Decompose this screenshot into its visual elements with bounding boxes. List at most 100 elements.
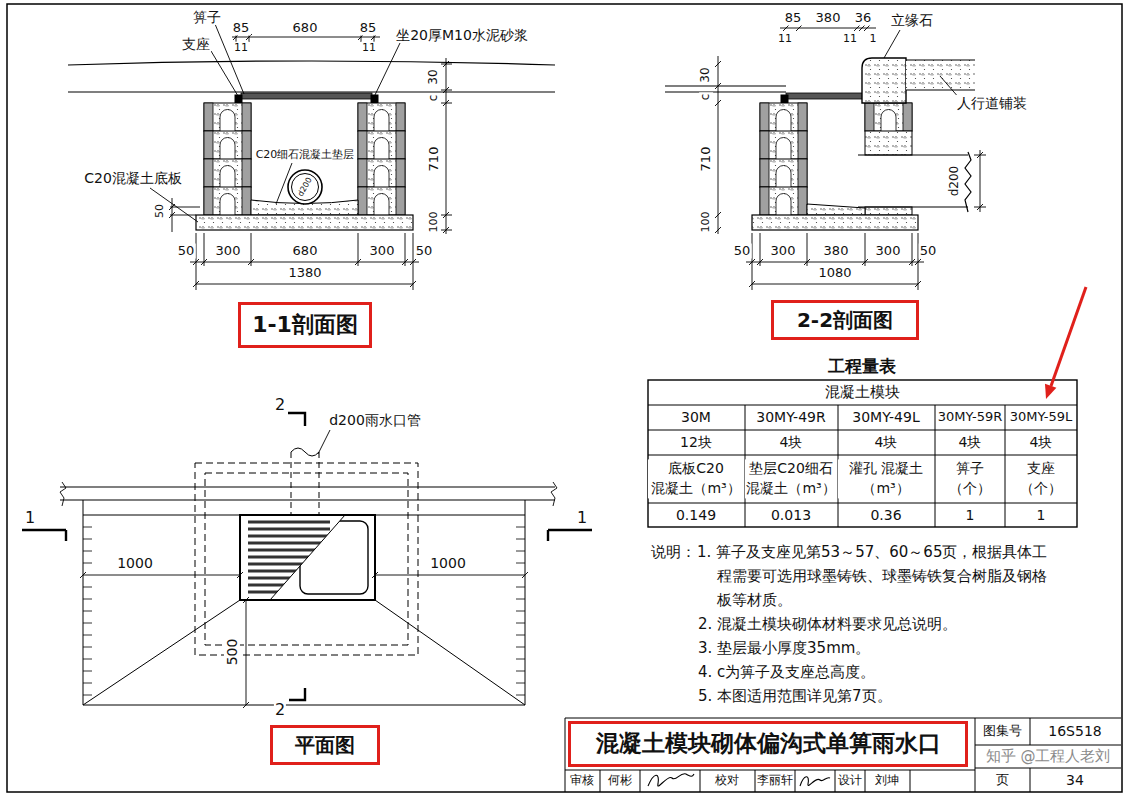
title-block-text: 16S518 (1047, 723, 1102, 739)
base-slab (752, 215, 918, 230)
dimension-text: 1000 (116, 555, 154, 571)
grate-slots (248, 522, 330, 592)
dimension-text: 300 (215, 244, 242, 259)
title-block-text: 校对 (714, 774, 740, 788)
dimension-text: 100 (700, 211, 713, 234)
dimension-line (190, 233, 419, 290)
dimension-text: 11 (777, 33, 793, 46)
title-block-text: 页 (995, 773, 1010, 788)
dimension-text: 300 (770, 244, 797, 259)
view-title: 1-1剖面图 (252, 312, 358, 338)
table-cell: 1 (1036, 507, 1047, 523)
title-block-text: 何彬 (607, 774, 633, 788)
dimension-text: 1000 (429, 555, 467, 571)
table-cell: 箅子 （个） (936, 459, 1004, 498)
section-mark (288, 413, 305, 700)
signature (800, 777, 830, 786)
pipe (292, 174, 319, 201)
road-slab (665, 86, 786, 92)
dimension-text: 50 (415, 244, 434, 259)
grate-frame (300, 521, 368, 594)
curb-line (60, 487, 555, 500)
note-text: 5. 本图适用范围详见第7页。 (697, 684, 893, 708)
pipe-size: d200 (948, 165, 962, 198)
table-cell: 30MY-59L (1009, 410, 1074, 425)
part-label: 人行道铺装 (956, 95, 1028, 111)
view-title-box: 平面图 (270, 725, 380, 765)
title-block-text: 李丽轩 (756, 774, 794, 788)
pipe (288, 170, 322, 204)
dimension-text: 85 (784, 11, 803, 26)
note-text: 3. 垫层最小厚度35mm。 (697, 636, 871, 660)
dimension-text: 50 (177, 244, 196, 259)
dimension-text: 710 (699, 146, 714, 173)
sheet-border (7, 4, 1122, 792)
gutter-outline (83, 500, 525, 705)
watermark: 知乎 @工程人老刘 (985, 748, 1112, 765)
table-cell: 30M (680, 409, 712, 425)
grate-plan (240, 515, 375, 600)
pipe (858, 152, 971, 212)
table-cell: 0.013 (770, 507, 812, 523)
note-text: 说明： (650, 540, 697, 564)
table-cell: 4块 (958, 434, 983, 450)
curb-stone (862, 58, 906, 103)
dimension-text: 300 (875, 244, 902, 259)
part-label: d200雨水口管 (328, 412, 422, 428)
material-note: 坐20厚M10水泥砂浆 (395, 27, 529, 43)
material-note: C20细石混凝土垫层 (255, 149, 356, 162)
pavement (906, 60, 975, 90)
leader-line (318, 430, 330, 454)
dimension-text: c (699, 93, 713, 102)
view-title-box: 1-1剖面图 (238, 302, 372, 348)
note-text: 4. c为箅子及支座总高度。 (697, 660, 876, 684)
cut-line (270, 515, 345, 600)
break-mark (60, 482, 557, 506)
dimension-text: 50 (919, 244, 938, 259)
dimension-text: 300 (369, 244, 396, 259)
view-title-box: 2-2剖面图 (771, 300, 919, 340)
title-block-text: 34 (1065, 772, 1085, 788)
dimension-text: 680 (292, 21, 319, 36)
plan-view (22, 413, 592, 708)
dimension-text: 85 (359, 21, 378, 36)
dimension-line (441, 58, 452, 234)
table-cell: 灌孔 混凝土（m³） (838, 459, 934, 498)
section-number: 1 (24, 509, 36, 527)
base-slab (196, 215, 413, 230)
hidden-outline (195, 463, 418, 655)
table-cell: 4块 (874, 434, 899, 450)
dimension-text: 30 (699, 66, 713, 83)
table-cell: 30MY-59R (937, 410, 1003, 425)
table-cell: 4块 (779, 434, 804, 450)
table-cell: 混凝土模块 (824, 384, 901, 401)
table-title: 工程量表 (827, 357, 897, 377)
dimension-text: 100 (428, 211, 441, 234)
dimension-line (780, 25, 876, 31)
dimension-text: 30 (427, 68, 441, 85)
signature (648, 774, 694, 786)
wall (865, 131, 912, 155)
dimension-text: 500 (224, 638, 240, 667)
pavement (906, 60, 975, 90)
dimension-line (169, 198, 200, 232)
table-cell: 0.149 (675, 507, 717, 523)
section-2-2 (665, 25, 986, 290)
dimension-text: 11 (842, 33, 858, 46)
section-number: 1 (576, 509, 588, 527)
support (235, 95, 242, 103)
dimension-text: 380 (815, 11, 842, 26)
table-cell: 1 (965, 507, 976, 523)
part-label: 箅子 (192, 9, 222, 25)
view-title-box: 混凝土模块砌体偏沟式单箅雨水口 (568, 721, 968, 767)
title-block-text: 设计 (837, 774, 863, 788)
section-1-1 (68, 24, 555, 290)
dimension-line (80, 572, 528, 578)
part-label: 支座 (181, 36, 211, 52)
section-number: 2 (274, 396, 286, 414)
title-block-text: 刘坤 (874, 774, 900, 788)
pipe-hidden (291, 452, 319, 515)
dimension-text: 11 (233, 42, 249, 55)
cushion-layer (807, 204, 865, 215)
